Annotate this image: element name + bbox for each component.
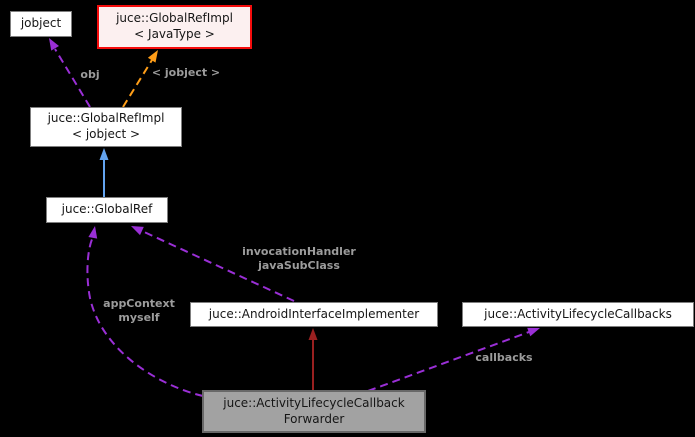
edge-template-arrowhead: [147, 50, 158, 63]
edge-obj-arrowhead: [49, 38, 59, 51]
node-activitylifecyclecallbackforwarder: juce::ActivityLifecycleCallback Forwarde…: [202, 390, 426, 433]
node-activitylifecyclecallbacks[interactable]: juce::ActivityLifecycleCallbacks: [462, 302, 694, 327]
edge-appcontext-line: [86, 236, 204, 397]
edge-callbacks-arrowhead: [527, 327, 540, 337]
edge-callbacks-line: [367, 331, 530, 392]
edge-obj-line: [54, 48, 91, 108]
node-globalrefimpl-jobject[interactable]: juce::GlobalRefImpl < jobject >: [30, 107, 182, 147]
node-globalrefimpl-javatype[interactable]: juce::GlobalRefImpl < JavaType >: [97, 5, 252, 49]
edge-invocationhandler-line: [141, 230, 295, 302]
edge-label-invocationhandler-javasubclass: invocationHandler javaSubClass: [242, 245, 356, 273]
edge-appcontext-arrowhead: [88, 226, 98, 239]
node-globalref[interactable]: juce::GlobalRef: [46, 197, 168, 223]
edge-invocationhandler-arrowhead: [131, 226, 144, 236]
edge-label-callbacks: callbacks: [475, 351, 533, 364]
edge-label-obj: obj: [80, 68, 100, 81]
edge-inheritance-globalref-arrowhead: [99, 148, 109, 160]
node-androidinterfaceimplementer[interactable]: juce::AndroidInterfaceImplementer: [190, 302, 438, 327]
edge-template-line: [122, 59, 153, 108]
edge-label-template-jobject: < jobject >: [151, 66, 221, 79]
edge-inheritance-forwarder-arrowhead: [308, 328, 318, 340]
edge-label-appcontext-myself: appContext myself: [103, 297, 175, 325]
node-jobject[interactable]: jobject: [10, 11, 72, 37]
